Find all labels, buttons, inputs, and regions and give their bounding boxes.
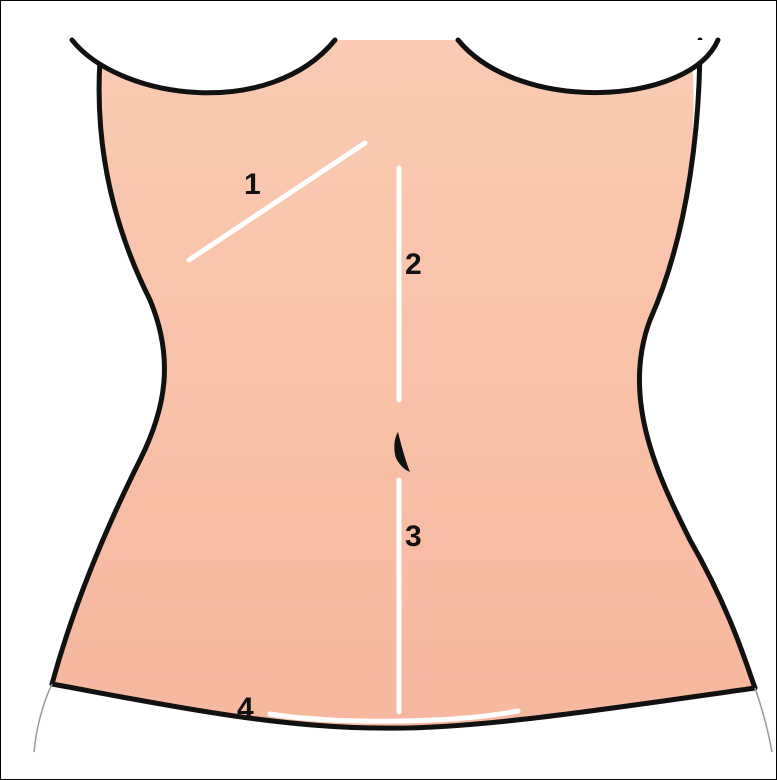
incision-label-3: 3 <box>405 520 422 553</box>
incision-label-2: 2 <box>405 248 422 281</box>
left-hip-line <box>34 684 52 752</box>
torso-skin <box>52 40 755 728</box>
incision-label-4: 4 <box>237 692 254 725</box>
incision-label-1: 1 <box>244 168 261 201</box>
right-hip-line <box>755 688 772 752</box>
